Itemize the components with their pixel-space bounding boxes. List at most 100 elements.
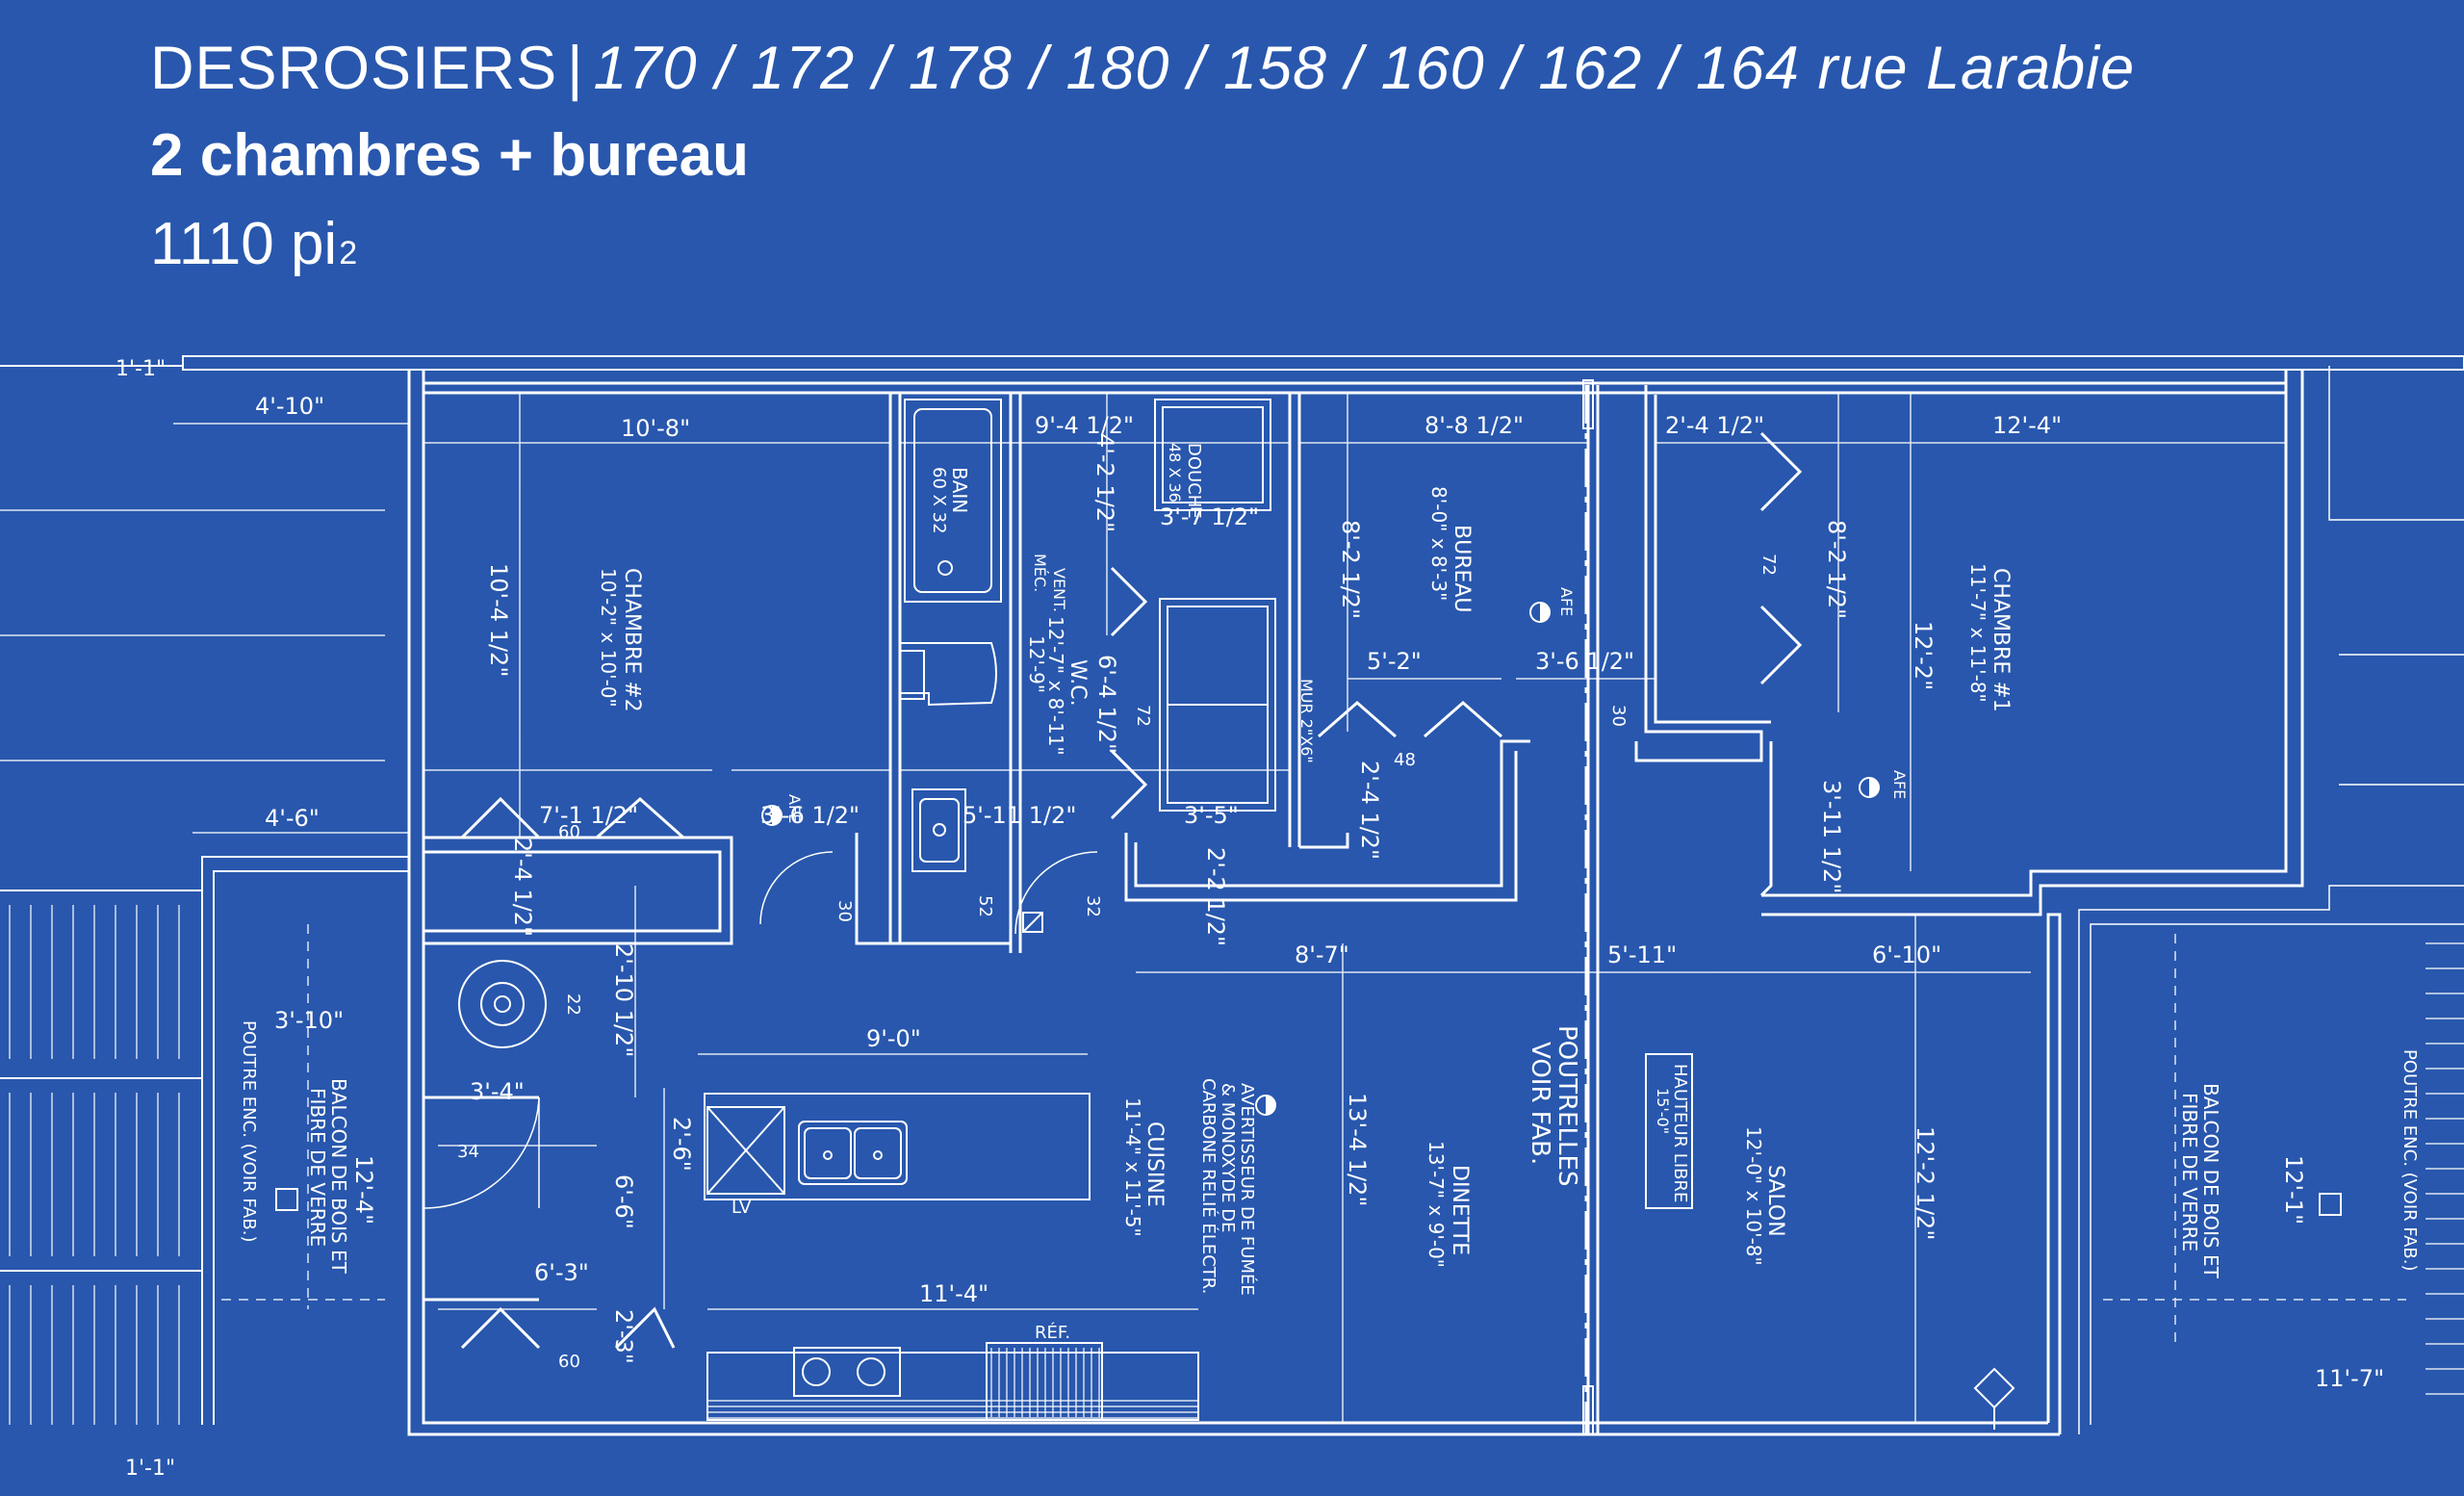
dim-label: 3'-6 1/2" [1535,648,1634,675]
note-voir-fab: VOIR FAB. [1526,1042,1554,1165]
unit-area: 1110 pi2 [150,215,2364,274]
hauteur-box [1645,1053,1693,1209]
unit-outer-walls [407,371,2304,1436]
balcony-right-note: POUTRE ENC. (VOIR FAB.) [2400,1049,2420,1271]
dim-label: 3'-11 1/2" [1818,780,1845,893]
balcony-right-label-2: FIBRE DE VERRE [2178,1093,2201,1251]
dim-label: 72 [1133,705,1153,727]
dim-label: 2'-4 1/2" [509,838,536,937]
dim-label: 13'-4 1/2" [1344,1093,1371,1206]
balcony-left-note: POUTRE ENC. (VOIR FAB.) [239,1020,259,1242]
dim-label: 12'-2" [1910,621,1937,690]
dim-label: 11'-4" [919,1280,988,1307]
dim-label: 6'-6" [610,1174,637,1229]
floor-plan: 1'-1" 4'-10" 10'-8" 9'-4 1/2" 8'-8 1/2" … [0,355,2464,1481]
dim-label: 2'-4 1/2" [1356,761,1383,860]
room-size-chambre2: 10'-2" x 10'-0" [597,568,620,708]
dim-label: 10'-4 1/2" [485,563,512,677]
detector-icon-fill [1266,1096,1275,1115]
note-vent: VENT. [1050,568,1068,612]
dim-label: 3'-4" [470,1078,525,1105]
kitchen-island [704,1093,1091,1200]
note-poutrelles: POUTRELLES [1553,1025,1581,1186]
detector-icon-fill [1540,603,1550,622]
dim-label: 2'-6" [668,1117,695,1172]
fixture-bain: BAIN [948,467,971,513]
dim-label: 4'-6" [265,805,320,832]
project-address: 170 / 172 / 178 / 180 / 158 / 160 / 162 … [593,35,2136,102]
room-name-chambre1: CHAMBRE #1 [1989,568,2013,712]
kitchen-counter [706,1342,1199,1421]
project-title: DESROSIERS|170 / 172 / 178 / 180 / 158 /… [150,39,2364,99]
dim-label: 9'-0" [866,1025,921,1052]
dim-label: 48 [1394,750,1416,770]
area-unit-superscript: 2 [339,235,358,271]
beam-marker [1582,379,1594,429]
dim-label: 6'-10" [1872,941,1941,968]
dim-label: 8'-2 1/2" [1823,520,1850,619]
dim-label: 12'-2 1/2" [1912,1126,1938,1240]
room-name-dinette: DINETTE [1448,1165,1472,1255]
dim-label: 1'-1" [116,357,166,381]
dim-label: 30 [1608,705,1629,727]
dim-label: 10'-8" [621,415,690,442]
dim-label: 2'-4 1/2" [1665,412,1764,439]
dim-label: 12'-1" [2280,1155,2307,1225]
balcony-left-label: BALCON DE BOIS ET [327,1078,350,1275]
dim-label: 8'-2 1/2" [1337,520,1364,619]
dim-label: 34 [457,1142,479,1162]
dim-label: 52 [975,895,995,917]
dim-label: 72 [1758,554,1779,576]
room-name-cuisine: CUISINE [1142,1122,1167,1207]
header: DESROSIERS|170 / 172 / 178 / 180 / 158 /… [150,39,2364,274]
beam-marker-bottom [1582,1385,1594,1435]
dim-label: 2'-2 1/2" [1202,847,1229,946]
dim-label: 2'-3" [610,1309,637,1364]
room-size-salon: 12'-0" x 10'-8" [1742,1126,1765,1266]
dim-label: 3'-5" [1184,802,1239,829]
dim-label: 12'-4" [1992,412,2062,439]
dim-label: 9'-4 1/2" [1035,412,1134,439]
stair-treads-right [2426,942,2464,1395]
dim-label: 7'-1 1/2" [539,802,638,829]
fixture-bain-size: 60 X 32 [929,467,949,534]
note-afe: AFE [1557,587,1576,616]
room-extra-wc: 12'-9" [1025,635,1048,693]
dim-label: 2'-10 1/2" [610,943,637,1057]
vent-icon [1022,912,1043,933]
dim-label: 60 [558,822,580,842]
title-separator: | [567,35,584,102]
dim-label: 8'-7" [1295,941,1349,968]
dim-label: 3'-7 1/2" [1160,503,1259,530]
room-name-wc: W.C. [1065,659,1090,707]
dim-label: 12'-4" [350,1155,377,1225]
note-afe: AFE [785,794,804,823]
exterior-wall-top [182,355,2464,371]
stair-treads-left [9,905,180,1425]
dim-label: 5'-11" [1607,941,1677,968]
detector-icon-fill [1869,778,1879,797]
dim-label: 6'-3" [534,1259,589,1286]
dim-label: 60 [558,1352,580,1372]
dim-label: 5'-11 1/2" [962,802,1076,829]
room-size-dinette: 13'-7" x 9'-0" [1424,1141,1448,1268]
detector-icon-fill [772,806,782,825]
dimension-lines [173,393,2286,1423]
note-hauteur-val: 15'-0" [1654,1088,1672,1134]
dim-label: 5'-2" [1367,648,1422,675]
dim-label: 6'-4 1/2" [1093,655,1120,754]
note-avertisseur-1: AVERTISSEUR DE FUMÉE [1237,1083,1258,1296]
note-mur: MUR 2"X6" [1297,679,1316,763]
door-swings [423,851,1098,1209]
project-name: DESROSIERS [150,35,558,102]
fridge-label: RÉF. [1035,1322,1070,1343]
room-name-chambre2: CHAMBRE #2 [620,568,644,712]
detector-icons [275,602,2342,1430]
exterior-lines-left [0,509,385,761]
room-name-salon: SALON [1763,1165,1787,1237]
room-size-wc: 12'-7" x 8'-11" [1044,616,1067,756]
dim-label: 8'-8 1/2" [1424,412,1524,439]
counter-hatch [707,1348,1198,1419]
dim-label: 22 [563,993,583,1016]
elevation-marker-icon [1973,1367,2015,1409]
